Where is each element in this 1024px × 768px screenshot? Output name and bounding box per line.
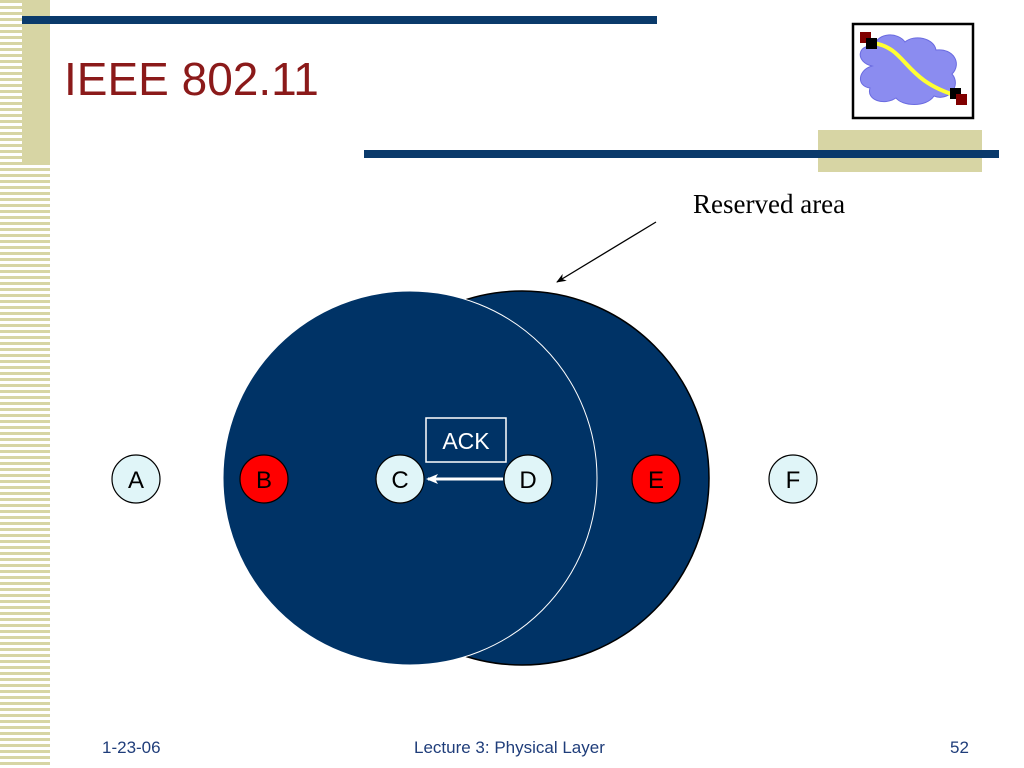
node-f-label: F [786,467,801,494]
ack-box [425,417,507,463]
left-solid-band [22,0,50,165]
node-a-circle [111,454,161,504]
node-b-circle [239,454,289,504]
node-b-label: B [256,467,272,494]
node-d: D [503,454,553,504]
footer-page-number: 52 [950,738,969,757]
footer-date: 1-23-06 [102,738,161,757]
header-underline-bar [364,150,999,158]
node-b: B [239,454,289,504]
node-e-label: E [648,467,664,494]
node-d-label: D [519,467,536,494]
reserved-area-arrow [556,221,657,283]
node-a: A [111,454,161,504]
node-f-circle [768,454,818,504]
node-c-circle [375,454,425,504]
node-c-label: C [391,467,408,494]
node-c: C [375,454,425,504]
reserved-area-label: Reserved area [693,189,845,219]
top-accent-bar [22,16,657,24]
ack-label: ACK [442,428,490,454]
node-d-circle [503,454,553,504]
slide-title: IEEE 802.11 [64,53,319,105]
footer-lecture-title: Lecture 3: Physical Layer [414,738,605,757]
node-f: F [768,454,818,504]
network-cloud-icon [851,22,975,120]
node-e-circle [631,454,681,504]
node-e: E [631,454,681,504]
node-a-label: A [128,467,144,494]
